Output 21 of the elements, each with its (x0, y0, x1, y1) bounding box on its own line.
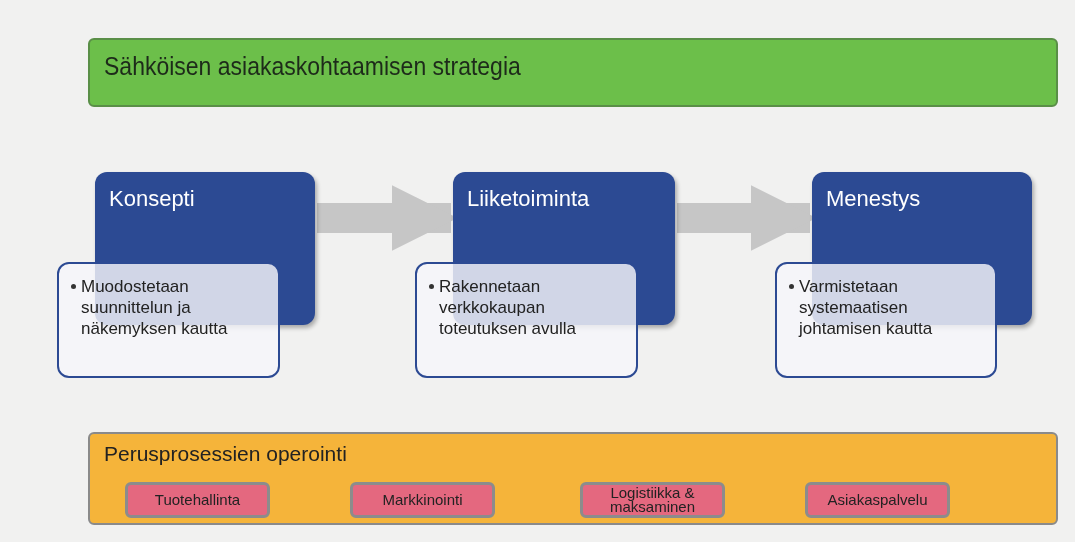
process-label: Markkinointi (382, 493, 463, 507)
band-title: Perusprosessien operointi (104, 442, 347, 466)
phase-title: Liiketoiminta (467, 186, 590, 212)
process-box (125, 482, 270, 518)
description-text: Rakennetaan verkkokaupan toteutuksen avulla (427, 276, 628, 339)
process-box (350, 482, 495, 518)
description-text: Varmistetaan systemaatisen johtamisen kautta (787, 276, 987, 339)
process-band (88, 432, 1058, 525)
phase-title: Konsepti (109, 186, 195, 212)
description-text: Muodostetaan suunnittelun ja näkemyksen kautta (69, 276, 270, 339)
process-label: Asiakaspalvelu (827, 493, 928, 507)
process-label: Tuotehallinta (154, 493, 241, 507)
description-box (775, 262, 997, 378)
phase-title: Menestys (826, 186, 921, 212)
description-box (415, 262, 638, 378)
description-box (57, 262, 280, 378)
band-title: Sähköisen asiakaskohtaamisen strategia (104, 52, 521, 81)
process-label: Logistiikka & maksaminen (608, 486, 696, 514)
process-box (805, 482, 950, 518)
process-box (580, 482, 725, 518)
strategy-band (88, 38, 1058, 107)
